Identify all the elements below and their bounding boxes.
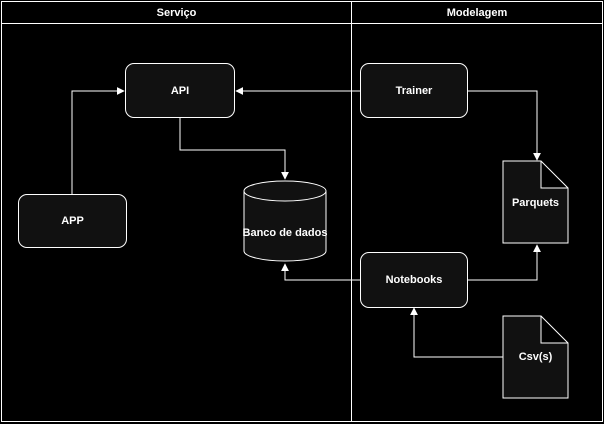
app-label: APP (61, 215, 84, 227)
parquets-document-shape (502, 160, 569, 244)
edge-notebooks-banco (281, 263, 361, 281)
trainer-node[interactable]: Trainer (360, 63, 468, 118)
api-label: API (170, 84, 190, 97)
csv-document-shape (502, 315, 569, 399)
notebooks-node[interactable]: Notebooks (360, 252, 468, 308)
trainer-label: Trainer (395, 84, 433, 97)
edge-csv-notebooks (410, 307, 503, 358)
notebooks-label: Notebooks (385, 274, 443, 286)
edge-api-banco (179, 118, 289, 180)
edge-app-api (71, 87, 125, 194)
api-node[interactable]: API (125, 63, 235, 118)
edge-trainer-parquets (467, 90, 541, 161)
database-shape (243, 180, 327, 262)
lane-modelagem-title: Modelagem (352, 2, 602, 24)
lane-servico-title: Serviço (2, 2, 351, 24)
app-node[interactable]: APP (18, 194, 127, 248)
edge-notebooks-parquets (467, 244, 541, 281)
